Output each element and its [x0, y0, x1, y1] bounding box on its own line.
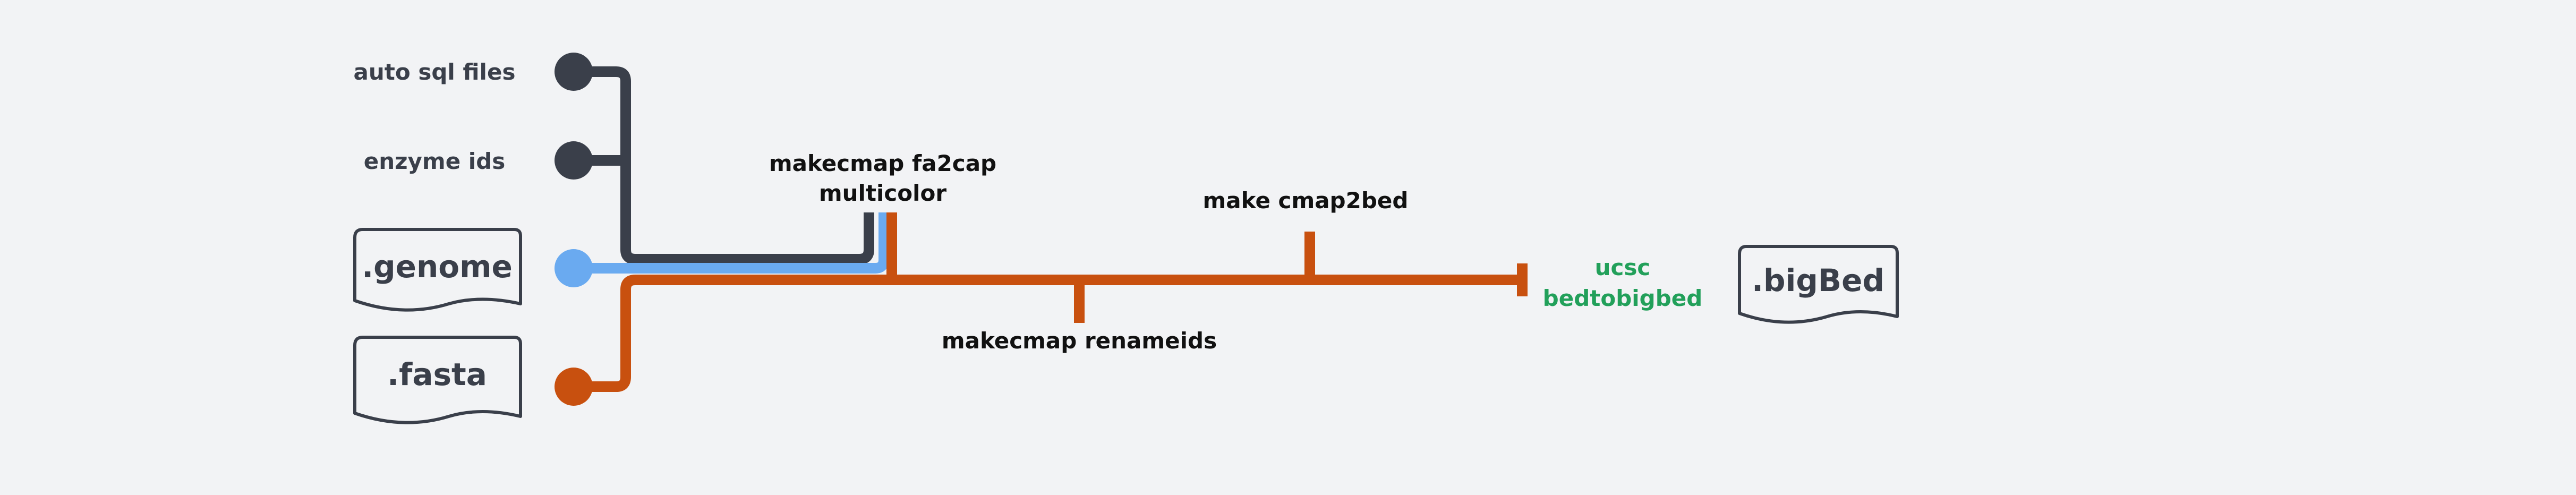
input-label-enzyme-ids: enzyme ids	[364, 148, 506, 174]
track-dark	[574, 66, 874, 264]
file-icon-bigbed: .bigBed	[1738, 245, 1899, 324]
step-label-renameids: makecmap renameids	[942, 328, 1217, 354]
track-orange	[574, 275, 1522, 392]
file-label-bigbed: .bigBed	[1752, 262, 1884, 298]
step-label-fa2cap-line1: makecmap fa2cap	[769, 150, 996, 176]
track-blue	[574, 212, 889, 274]
file-icon-genome: .genome	[353, 228, 522, 312]
station-enzyme-ids	[555, 141, 593, 180]
file-label-genome: .genome	[362, 249, 513, 285]
output-tool-line2: bedtobigbed	[1543, 285, 1703, 311]
station-auto-sql	[555, 53, 593, 91]
step-label-fa2cap-line2: multicolor	[819, 180, 947, 206]
station-fasta	[555, 368, 593, 406]
input-label-auto-sql: auto sql files	[354, 59, 516, 85]
step-label-cmap2bed: make cmap2bed	[1203, 187, 1409, 214]
file-icon-fasta: .fasta	[353, 336, 522, 424]
file-label-fasta: .fasta	[387, 356, 487, 392]
station-genome	[555, 249, 593, 287]
output-tool-line1: ucsc	[1595, 254, 1651, 280]
